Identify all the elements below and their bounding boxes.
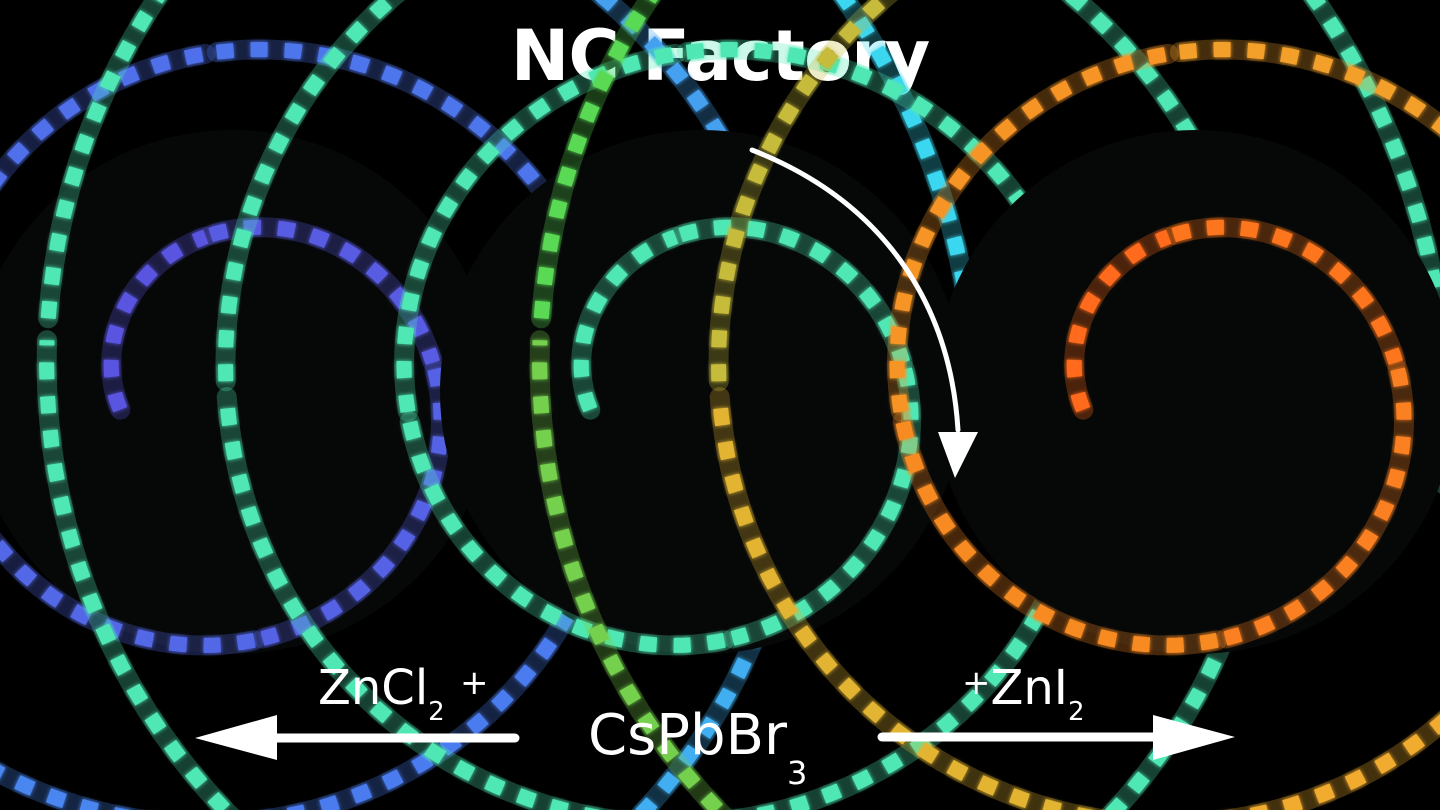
curved-arrow-head-icon bbox=[938, 432, 978, 478]
right-arrow-head-icon bbox=[1153, 715, 1235, 760]
zncl2-formula: ZnCl bbox=[318, 660, 429, 716]
zncl2-subscript: 2 bbox=[428, 697, 445, 727]
plus-sign: + bbox=[962, 663, 991, 703]
cspbbr3-formula: CsPbBr bbox=[588, 703, 788, 768]
zni2-formula: ZnI bbox=[990, 660, 1068, 716]
zni2-reagent-label: +ZnI2 bbox=[962, 664, 1085, 725]
iodide-exchanged-spiral bbox=[529, 0, 1440, 810]
zncl2-reagent-label: ZnCl2 + bbox=[318, 664, 488, 725]
curved-arrow-icon bbox=[749, 147, 961, 433]
left-arrow-head-icon bbox=[195, 715, 277, 760]
zni2-subscript: 2 bbox=[1067, 697, 1085, 727]
cspbbr3-subscript: 3 bbox=[787, 754, 808, 792]
cspbbr3-label: CsPbBr3 bbox=[588, 708, 808, 792]
plus-sign: + bbox=[459, 663, 489, 703]
